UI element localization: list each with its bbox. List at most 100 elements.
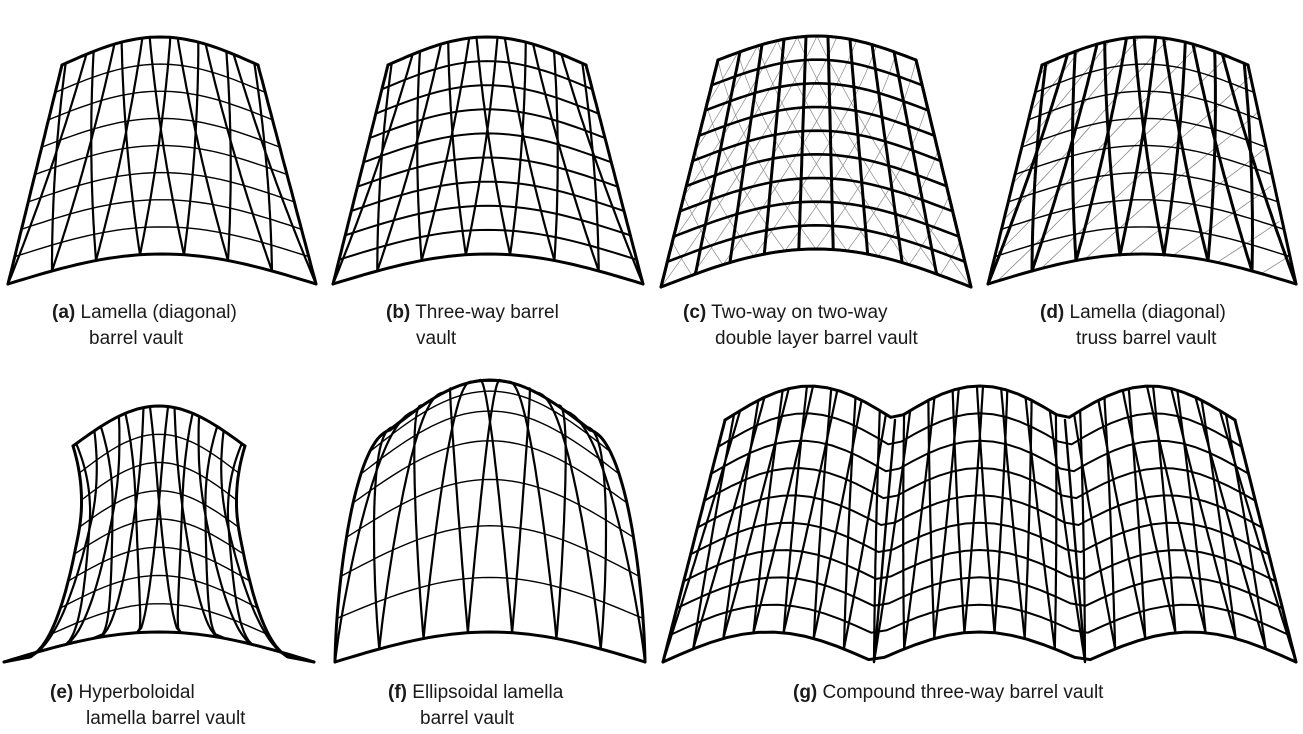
caption-c-line2: double layer barrel vault [715, 328, 918, 349]
truss-chord [1216, 221, 1280, 263]
ring-member [1014, 144, 1273, 176]
transverse-member [717, 412, 1243, 448]
longitudinal-member [728, 43, 764, 265]
diagonal-member [1024, 396, 1056, 651]
transverse-member [691, 129, 942, 163]
truss-chord [1128, 147, 1267, 255]
transverse-member [668, 603, 1291, 637]
diagonal-member [951, 389, 966, 634]
left-edge [6, 63, 64, 286]
caption-c-line1: Two-way on two-way [711, 302, 888, 323]
ring-member [73, 518, 245, 555]
diagonal-member [232, 53, 318, 286]
panel-c-drawing [659, 34, 973, 289]
ring-member [340, 524, 640, 577]
top-edge [716, 34, 918, 62]
longitudinal-member [892, 50, 939, 276]
diagonal-member [466, 378, 502, 634]
ring-member [345, 478, 635, 538]
ring-member [78, 433, 240, 474]
diagonal-member [447, 41, 467, 256]
secondary-member [796, 36, 941, 276]
caption-f-line2: barrel vault [420, 708, 514, 729]
ring-member [47, 90, 274, 121]
base-edge [6, 252, 318, 286]
panel-f-drawing [333, 378, 647, 664]
panel-d-drawing [986, 35, 1298, 286]
ring-member [1027, 90, 1261, 121]
diagonal-member [782, 385, 809, 634]
base-edge [661, 630, 1298, 664]
right-edge [1233, 418, 1298, 664]
diagonal-member [449, 387, 469, 634]
diagonal-member [842, 396, 857, 651]
transverse-member [678, 176, 954, 213]
base-edge [659, 247, 973, 289]
diagonal-member [986, 52, 1070, 286]
ring-member [369, 390, 611, 453]
ring-member [41, 117, 281, 148]
transverse-member [344, 204, 632, 237]
truss-chord [1005, 38, 1169, 219]
diagonal-member [1103, 396, 1117, 651]
base-edge [986, 252, 1298, 286]
secondary-member [672, 36, 798, 242]
diagonal-member [975, 385, 996, 634]
ring-member [20, 199, 303, 230]
caption-g: (g) Compound three-way barrel vault [793, 680, 1103, 706]
caption-a: (a) Lamella (diagonal) barrel vault [52, 300, 237, 352]
secondary-member [672, 241, 693, 276]
diagonal-member [478, 378, 514, 634]
caption-d-line2: truss barrel vault [1076, 328, 1217, 349]
transverse-member [704, 81, 930, 112]
caption-c: (c) Two-way on two-way double layer barr… [683, 300, 918, 352]
secondary-member [816, 35, 972, 288]
transverse-member [368, 108, 606, 139]
ring-member [34, 144, 288, 176]
top-edge [388, 378, 592, 432]
transverse-member [703, 466, 1257, 502]
transverse-member [338, 228, 638, 261]
secondary-member [717, 59, 817, 250]
left-edge [659, 58, 720, 289]
ring-member [27, 171, 295, 203]
top-edge [386, 35, 588, 67]
caption-f: (f) Ellipsoidal lamella barrel vault [388, 680, 563, 732]
transverse-member [666, 223, 967, 264]
diagonal-member [1097, 399, 1147, 640]
caption-d-letter: (d) [1040, 302, 1065, 323]
longitudinal-member [870, 43, 904, 265]
valley-member [1063, 418, 1087, 664]
diagonal-member [1000, 387, 1026, 640]
secondary-member [694, 150, 755, 257]
caption-e: (e) Hyperboloidal lamella barrel vault [50, 680, 245, 732]
longitudinal-member [762, 37, 786, 256]
transverse-member [696, 494, 1264, 529]
transverse-member [659, 247, 973, 289]
left-edge [333, 428, 392, 664]
caption-d: (d) Lamella (diagonal) truss barrel vaul… [1040, 300, 1226, 352]
right-edge [235, 444, 316, 664]
caption-e-line1: Hyperboloidal [78, 682, 195, 703]
diagonal-member [692, 413, 736, 651]
ring-member [1021, 117, 1267, 148]
diagonal-member [1127, 387, 1147, 640]
diagonal-member [752, 389, 784, 634]
left-edge [661, 418, 727, 664]
panel-b-drawing [331, 35, 645, 286]
transverse-member [362, 132, 613, 164]
caption-g-letter: (g) [793, 682, 818, 703]
caption-a-line1: Lamella (diagonal) [80, 302, 237, 323]
diagonal-member [722, 399, 760, 640]
truss-chord [1172, 185, 1272, 256]
transverse-member [710, 58, 924, 87]
caption-c-letter: (c) [683, 302, 707, 323]
longitudinal-member [797, 34, 808, 252]
truss-chord [1260, 256, 1289, 274]
right-edge [1246, 63, 1298, 286]
panel-g-drawing [661, 384, 1298, 664]
transverse-member [697, 105, 936, 137]
caption-b-letter: (b) [386, 302, 411, 323]
top-edge [60, 35, 260, 67]
diagonal-member [902, 413, 906, 651]
